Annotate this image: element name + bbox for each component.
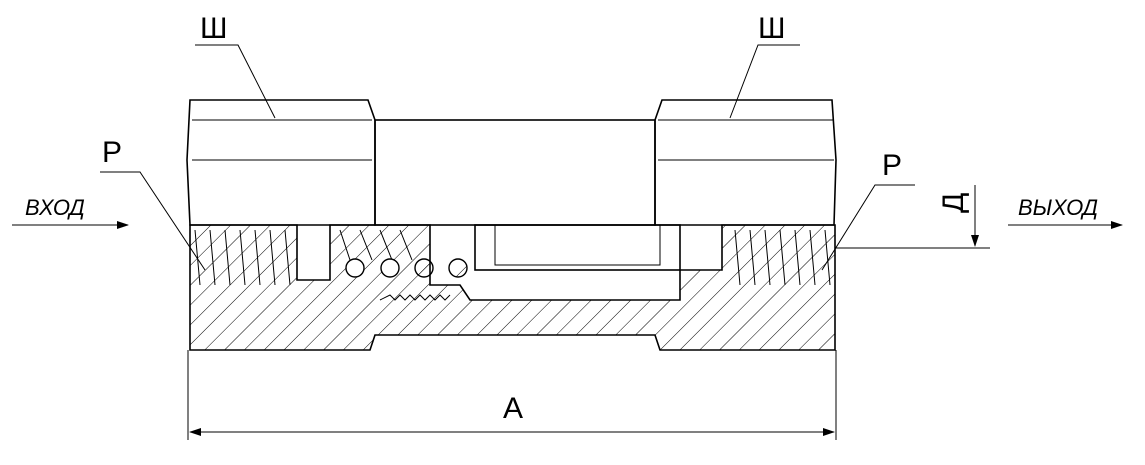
inlet-label: ВХОД <box>25 195 85 220</box>
middle-body-top <box>374 119 656 226</box>
wrench-size-left-callout: Ш <box>195 12 276 119</box>
thread-left-label: Р <box>102 136 122 169</box>
inlet-indicator: ВХОД <box>12 195 129 229</box>
thread-left-callout: Р <box>100 136 206 271</box>
depth-label: Д <box>937 193 970 213</box>
wrench-size-right-callout: Ш <box>729 12 800 119</box>
length-label: А <box>503 392 523 425</box>
wrench-size-right-label: Ш <box>758 12 786 45</box>
section-body <box>189 224 836 351</box>
outlet-label: ВЫХОД <box>1018 195 1098 220</box>
length-dimension: А <box>187 350 837 440</box>
outlet-indicator: ВЫХОД <box>1008 195 1123 229</box>
depth-dimension: Д <box>835 185 990 249</box>
wrench-size-left-label: Ш <box>200 12 228 45</box>
thread-right-label: Р <box>882 149 902 182</box>
left-hex-nut <box>186 99 376 226</box>
thread-right-callout: Р <box>821 149 915 271</box>
right-hex-nut <box>654 99 837 226</box>
